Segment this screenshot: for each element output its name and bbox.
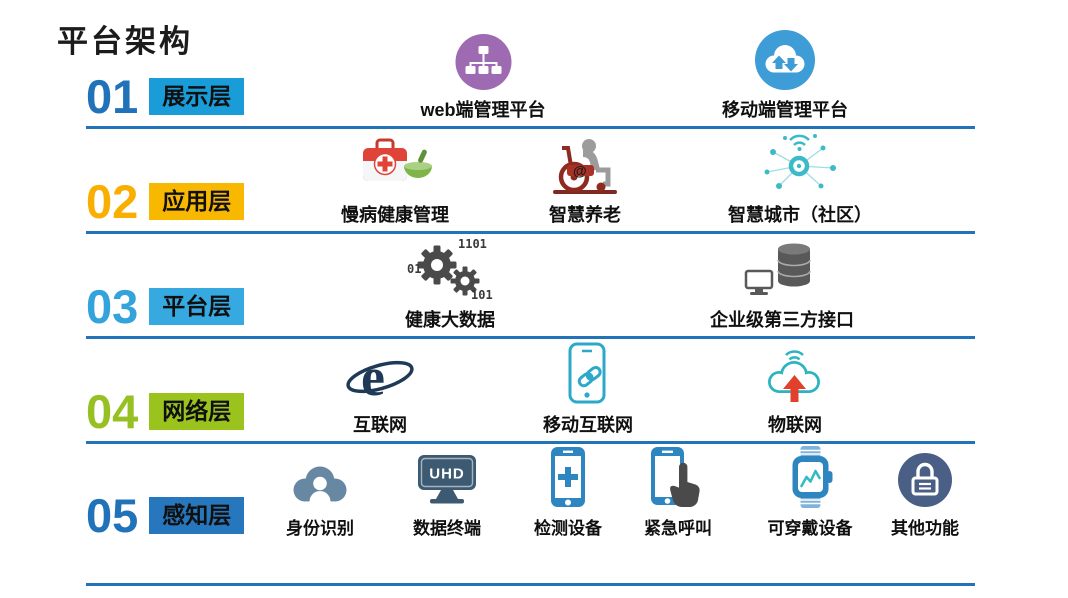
item-smart-city: 智慧城市（社区） [728, 128, 872, 227]
layer-number: 02 [86, 175, 139, 228]
item-label: 智慧城市（社区） [728, 205, 872, 225]
item-chronic-disease: 慢病健康管理 [341, 134, 449, 227]
smartwatch-icon [781, 445, 839, 509]
layer-label: 网络层 [149, 392, 245, 431]
layer-number: 01 [86, 70, 139, 123]
iot-cloud-icon [760, 344, 830, 406]
item-label: 身份识别 [286, 519, 354, 538]
emergency-call-icon [647, 445, 709, 509]
layer-head: 04 网络层 [86, 385, 245, 438]
item-label: 互联网 [353, 415, 407, 435]
gears-data-icon: 1101 01 101 [405, 235, 495, 301]
item-label: 健康大数据 [405, 310, 495, 330]
layer-row-application: 02 应用层 慢病健康管理 [86, 133, 975, 234]
item-mobile-platform: 移动端管理平台 [722, 29, 848, 122]
item-mobile-internet: 移动互联网 [543, 342, 633, 437]
item-label: 数据终端 [413, 519, 481, 538]
lock-icon [896, 451, 954, 509]
item-iot: 物联网 [760, 344, 830, 437]
item-label: 移动端管理平台 [722, 100, 848, 120]
svg-text:101: 101 [471, 288, 493, 301]
item-label: 物联网 [768, 415, 822, 435]
item-health-bigdata: 1101 01 101 健康大数据 [405, 235, 495, 332]
layer-head: 02 应用层 [86, 175, 245, 228]
item-label: 企业级第三方接口 [710, 310, 854, 330]
item-smart-elderly: @ 智慧养老 [547, 134, 623, 227]
item-detection-device: 检测设备 [534, 445, 602, 539]
item-other-functions: 其他功能 [891, 451, 959, 539]
layer-label: 平台层 [149, 287, 245, 326]
smart-city-network-icon [757, 128, 843, 196]
layer-number: 03 [86, 280, 139, 333]
layer-row-perception: 05 感知层 身份识别 [86, 445, 975, 586]
database-server-icon [742, 237, 822, 301]
uhd-terminal-icon: UHD [411, 451, 483, 509]
item-label: 慢病健康管理 [341, 205, 449, 225]
svg-text:UHD: UHD [429, 466, 465, 483]
item-web-platform: web端管理平台 [420, 33, 546, 122]
svg-text:e: e [361, 347, 385, 406]
layer-label: 应用层 [149, 182, 245, 221]
item-identity: 身份识别 [286, 457, 354, 539]
elderly-wheelchair-icon: @ [547, 134, 623, 196]
person-cloud-icon [287, 457, 353, 509]
layer-number: 04 [86, 385, 139, 438]
item-data-terminal: UHD 数据终端 [411, 451, 483, 539]
internet-e-icon: e [344, 346, 416, 406]
item-label: 检测设备 [534, 519, 602, 538]
svg-text:1101: 1101 [458, 237, 487, 251]
layer-label: 展示层 [149, 77, 245, 116]
cloud-sync-icon [754, 29, 816, 91]
sitemap-icon [454, 33, 512, 91]
item-label: 移动互联网 [543, 415, 633, 435]
item-label: web端管理平台 [420, 100, 546, 120]
layer-head: 05 感知层 [86, 489, 245, 542]
page-title: 平台架构 [57, 24, 193, 59]
item-label: 智慧养老 [549, 205, 621, 225]
mobile-link-icon [561, 342, 615, 406]
item-label: 其他功能 [891, 519, 959, 538]
svg-text:@: @ [573, 163, 587, 179]
layer-number: 05 [86, 489, 139, 542]
item-label: 紧急呼叫 [644, 519, 712, 538]
item-enterprise-api: 企业级第三方接口 [710, 237, 854, 332]
item-label: 可穿戴设备 [767, 519, 853, 538]
layer-head: 01 展示层 [86, 70, 245, 123]
layer-row-platform: 03 平台层 [86, 235, 975, 339]
medical-phone-icon [544, 445, 592, 509]
item-emergency-call: 紧急呼叫 [644, 445, 712, 539]
layer-row-presentation: 01 展示层 [86, 30, 975, 129]
item-internet: e 互联网 [344, 346, 416, 437]
layer-row-network: 04 网络层 e 互联网 [86, 342, 975, 444]
svg-text:01: 01 [407, 262, 421, 276]
first-aid-kit-icon [356, 134, 434, 196]
layer-label: 感知层 [149, 496, 245, 535]
item-wearable: 可穿戴设备 [768, 445, 853, 539]
layer-head: 03 平台层 [86, 280, 245, 333]
